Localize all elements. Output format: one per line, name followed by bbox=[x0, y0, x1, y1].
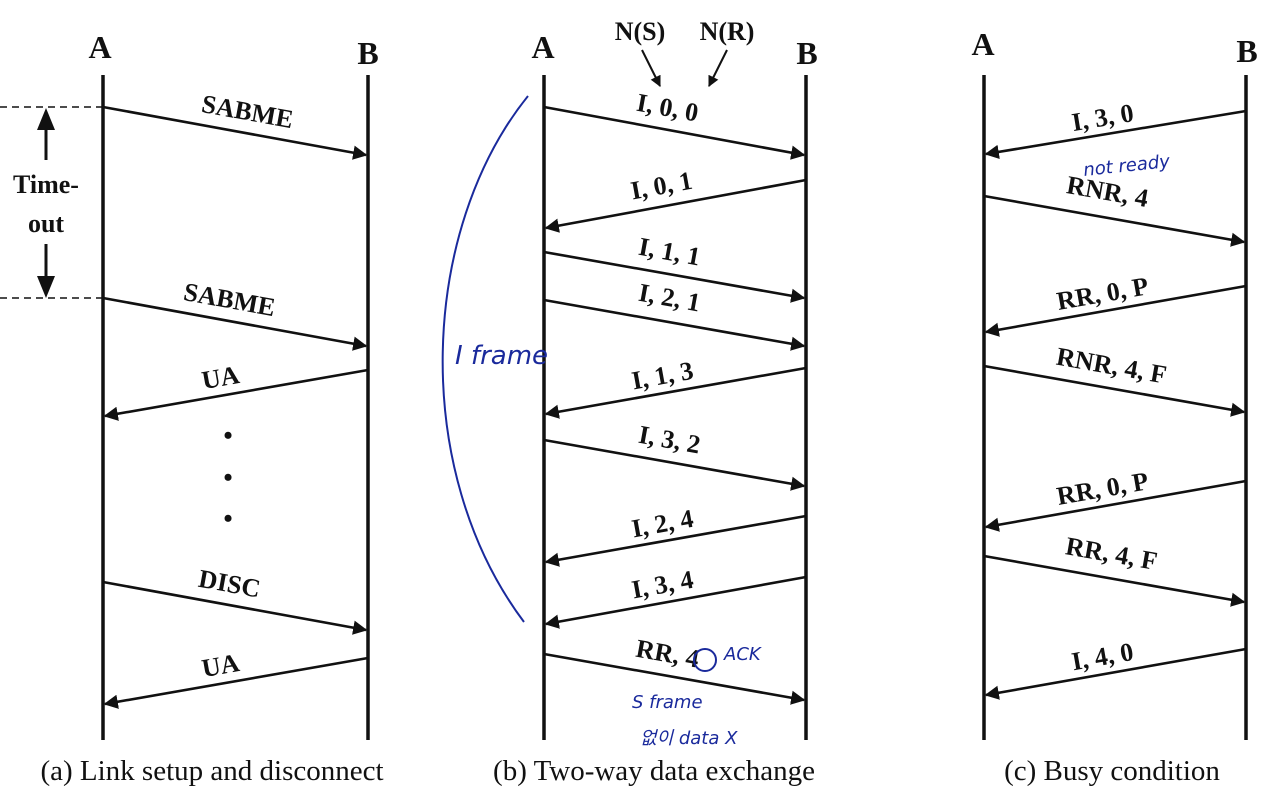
arrow-i-3-4 bbox=[544, 575, 807, 629]
arrow-disc bbox=[102, 580, 368, 635]
arrow-ua-1 bbox=[103, 368, 369, 421]
arrow-rr-4-f bbox=[983, 554, 1246, 607]
timeout-label-line2: out bbox=[28, 209, 64, 238]
arrow-i-3-0 bbox=[984, 109, 1247, 159]
msg-i-1-1: I, 1, 1 bbox=[636, 232, 702, 272]
arrow-i-0-1 bbox=[544, 178, 807, 233]
arrow-ua-2 bbox=[103, 656, 369, 709]
panel-a: A B Time- out SABME SABME UA • • • DISC … bbox=[0, 29, 384, 787]
caption-a: (a) Link setup and disconnect bbox=[40, 755, 383, 787]
timeout-arrowhead-up bbox=[37, 108, 55, 130]
no-data-note: 없이 data X bbox=[640, 728, 738, 749]
timeout-label-line1: Time- bbox=[13, 170, 79, 199]
i-frame-bracket bbox=[441, 95, 529, 623]
station-a-label: A bbox=[88, 29, 111, 65]
station-b-label: B bbox=[796, 35, 817, 71]
msg-i-0-1: I, 0, 1 bbox=[628, 166, 694, 206]
ns-pointer bbox=[641, 49, 661, 87]
arrow-i-1-3 bbox=[544, 366, 807, 419]
arrow-i-2-4 bbox=[544, 514, 807, 567]
ellipsis-dot-1: • bbox=[223, 421, 232, 450]
station-b-label: B bbox=[1236, 33, 1257, 69]
panel-c: A B I, 3, 0 RNR, 4 RR, 0, P RNR, 4, F RR… bbox=[971, 26, 1257, 787]
msg-ua-2: UA bbox=[200, 648, 242, 683]
msg-rr-0-p-1: RR, 0, P bbox=[1054, 271, 1150, 316]
arrow-i-4-0 bbox=[984, 647, 1247, 700]
msg-rr-4-f: RR, 4, F bbox=[1063, 531, 1159, 576]
arrow-i-2-1 bbox=[543, 298, 806, 351]
ellipsis-dot-3: • bbox=[223, 504, 232, 533]
panel-b: A B N(S) N(R) I, 0, 0 I, 0, 1 I, 1, 1 I,… bbox=[493, 17, 818, 787]
msg-i-0-0: I, 0, 0 bbox=[634, 88, 700, 128]
arrow-i-3-2 bbox=[543, 438, 806, 491]
msg-ua-1: UA bbox=[200, 360, 242, 395]
ellipsis-dot-2: • bbox=[223, 463, 232, 492]
msg-i-2-1: I, 2, 1 bbox=[636, 278, 702, 318]
arrow-i-0-0 bbox=[543, 105, 806, 160]
ack-note: ACK bbox=[723, 644, 762, 665]
arrow-rr-0-p-2 bbox=[984, 479, 1247, 532]
timeout-arrowhead-down bbox=[37, 276, 55, 298]
caption-c: (c) Busy condition bbox=[1004, 755, 1220, 787]
station-a-label: A bbox=[971, 26, 994, 62]
msg-rr-0-p-2: RR, 0, P bbox=[1054, 466, 1150, 511]
i-frame-note: I frame bbox=[455, 341, 548, 371]
nr-label: N(R) bbox=[700, 17, 755, 46]
arrow-rnr-4 bbox=[983, 194, 1246, 247]
msg-disc: DISC bbox=[196, 564, 262, 604]
msg-rr-4: RR, 4 bbox=[634, 634, 702, 674]
msg-rnr-4: RNR, 4 bbox=[1064, 170, 1150, 213]
station-a-label: A bbox=[531, 29, 554, 65]
s-frame-note: S frame bbox=[632, 692, 703, 713]
station-b-label: B bbox=[357, 35, 378, 71]
nr-pointer bbox=[708, 49, 728, 87]
arrow-rr-0-p-1 bbox=[984, 284, 1247, 337]
arrow-i-1-1 bbox=[543, 250, 806, 303]
arrow-rnr-4-f bbox=[983, 364, 1246, 417]
ns-label: N(S) bbox=[615, 17, 666, 46]
arrow-rr-4 bbox=[543, 652, 806, 705]
arrow-sabme-1 bbox=[102, 105, 368, 160]
ack-circle bbox=[693, 648, 717, 672]
caption-b: (b) Two-way data exchange bbox=[493, 755, 815, 787]
arrow-sabme-2 bbox=[102, 296, 368, 351]
msg-i-3-2: I, 3, 2 bbox=[636, 420, 702, 460]
